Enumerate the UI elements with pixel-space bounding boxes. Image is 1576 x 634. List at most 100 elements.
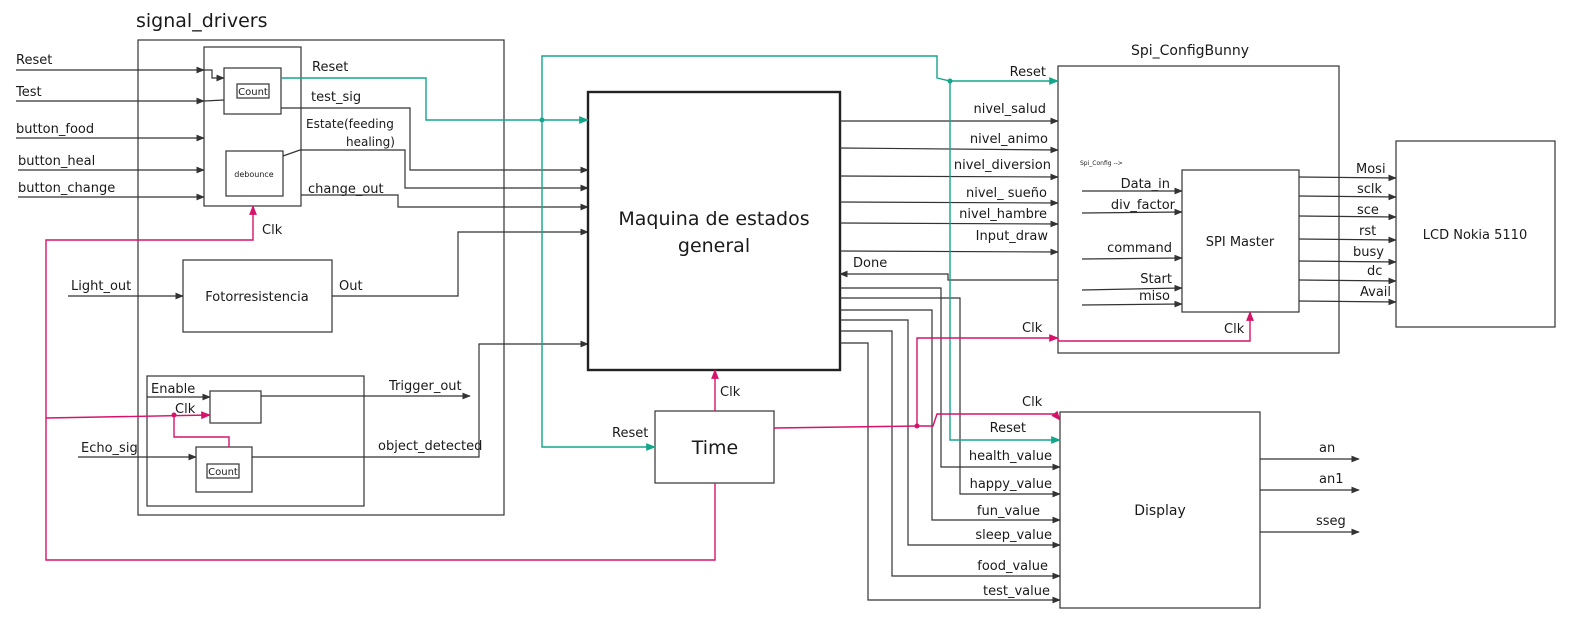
spi-master-input-wire <box>1081 284 1183 292</box>
count-inner <box>236 83 270 99</box>
fsm-output-label: nivel_salud <box>974 102 1047 117</box>
display-input-label: test_value <box>983 584 1050 599</box>
test-sig-label: test_sig <box>311 90 361 105</box>
button-heal-label: button_heal <box>18 154 95 169</box>
clk-to-debounce-wire <box>45 205 716 561</box>
display-output-label: sseg <box>1316 514 1346 529</box>
clk-to-echo-count-wire <box>173 415 230 447</box>
reset-to-spi-wire <box>541 55 1059 120</box>
display-frame <box>1059 411 1261 609</box>
display-input-wire <box>840 287 1061 471</box>
reset-network <box>281 55 1061 451</box>
fsm-title-2: general <box>678 235 750 257</box>
spi-output-label: busy <box>1353 245 1384 260</box>
clk-debounce-label: Clk <box>262 223 283 238</box>
done-wire <box>839 270 1058 281</box>
display-clk-label: Clk <box>1022 395 1043 410</box>
display-input-label: health_value <box>969 449 1052 464</box>
done-label: Done <box>853 256 887 271</box>
fsm-output-label: nivel_hambre <box>959 207 1047 222</box>
change-out-wire <box>301 194 589 211</box>
lcd-block: LCD Nokia 5110 <box>1395 140 1556 328</box>
spi-clk-label: Clk <box>1022 321 1043 336</box>
spi-output-wire <box>1298 258 1397 266</box>
lcd-title: LCD Nokia 5110 <box>1423 228 1527 243</box>
spi-master-input-label: Start <box>1140 272 1172 287</box>
fsm-output-wire <box>839 199 1059 207</box>
button-food-label: button_food <box>16 122 94 137</box>
display-input-wire <box>840 342 1061 604</box>
display-input-wire <box>840 297 1061 498</box>
spi-output-label: rst <box>1359 224 1376 239</box>
display-input-label: sleep_value <box>975 528 1052 543</box>
clk-to-display-wire <box>773 410 1061 429</box>
echo-count-inner <box>206 463 240 479</box>
spi-output-label: sclk <box>1357 182 1383 197</box>
debounce-label: debounce <box>234 170 274 179</box>
reset-output-label: Reset <box>312 60 348 75</box>
input-cluster-frame <box>203 46 302 207</box>
display-block: Display Clk Reset health_value happy_val… <box>840 287 1360 609</box>
estate-wire <box>282 149 589 192</box>
spi-output-label: sce <box>1357 203 1379 218</box>
display-input-label: fun_value <box>977 504 1040 519</box>
clk-junction <box>914 423 920 429</box>
debounce-block <box>225 150 284 197</box>
spi-output-wire <box>1298 298 1397 306</box>
spi-config-title: Spi_ConfigBunny <box>1131 43 1249 59</box>
spi-master-clk-label: Clk <box>1224 322 1245 337</box>
fsm-output-wire <box>839 220 1059 228</box>
fsm-output-label: nivel_ sueño <box>966 186 1047 201</box>
spi-output-wire <box>1298 236 1397 244</box>
display-input-wire <box>840 319 1061 549</box>
display-input-wire <box>840 330 1061 580</box>
trigger-block <box>209 390 262 424</box>
echo-count-label: Count <box>208 467 238 478</box>
test-sig-wire <box>281 107 589 174</box>
time-title: Time <box>691 437 739 459</box>
ultrasonic-frame <box>146 375 365 507</box>
spi-config-block: Spi_ConfigBunny Reset Clk Spi_Config -->… <box>1010 43 1397 354</box>
spi-master-input-wire <box>1081 208 1183 216</box>
change-out-label: change_out <box>308 182 384 197</box>
display-input-label: food_value <box>977 559 1048 574</box>
spi-reset-label: Reset <box>1010 65 1046 80</box>
out-label: Out <box>339 279 363 294</box>
test-input-label: Test <box>15 85 42 100</box>
fsm-output-label: Input_draw <box>976 229 1049 244</box>
clk-to-spi-wire <box>916 334 1059 426</box>
reset-to-time-wire <box>541 120 656 451</box>
signal-drivers-block: signal_drivers Count debounce Fotorresis… <box>15 10 589 516</box>
reset-input-label: Reset <box>16 53 52 68</box>
display-output-label: an1 <box>1319 472 1343 487</box>
spi-output-wire <box>1298 277 1397 285</box>
fsm-output-wire <box>839 146 1059 154</box>
clk-to-trigger-wire <box>45 411 211 420</box>
clk-to-spi-master-wire <box>1057 311 1254 342</box>
clk-trigger-label: Clk <box>175 402 196 417</box>
fsm-output-label: nivel_diversion <box>954 158 1051 173</box>
display-input-label: happy_value <box>970 477 1052 492</box>
lcd-frame <box>1395 140 1556 328</box>
count-label: Count <box>238 87 268 98</box>
spi-master-block <box>1181 169 1300 313</box>
enable-label: Enable <box>151 382 195 397</box>
spi-master-input-wire <box>1081 300 1183 308</box>
spi-master-input-label: command <box>1107 241 1172 256</box>
fsm-clk-label: Clk <box>720 385 741 400</box>
fsm-output-wire <box>839 173 1059 181</box>
estate-label-2: healing) <box>346 135 395 149</box>
time-reset-label: Reset <box>612 426 648 441</box>
display-output-label: an <box>1319 441 1335 456</box>
fotorresistencia-out-wire <box>332 228 589 297</box>
button-change-label: button_change <box>18 181 115 196</box>
trigger-out-label: Trigger_out <box>388 379 462 394</box>
clock-network <box>45 205 1254 561</box>
display-title: Display <box>1134 503 1186 519</box>
spi-config-note: Spi_Config --> <box>1080 160 1123 167</box>
spi-master-label: SPI Master <box>1206 235 1275 250</box>
spi-master-input-label: div_factor <box>1111 198 1176 213</box>
spi-output-label: dc <box>1367 264 1382 279</box>
display-input-wire <box>840 309 1061 524</box>
signal-drivers-title: signal_drivers <box>136 10 268 32</box>
